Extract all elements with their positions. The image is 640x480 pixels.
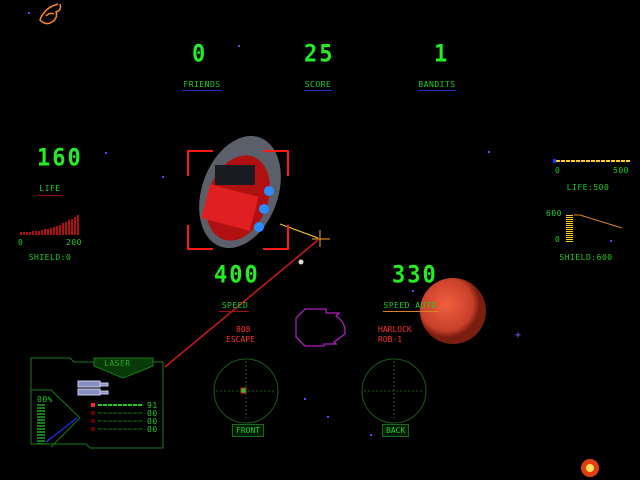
score-label: SCORE [304,80,332,89]
life-bar [59,225,61,235]
life-bar [23,232,25,235]
enemy-ship [199,135,281,249]
target-shield-label: SHIELD:600 [559,253,613,262]
player-life-value: 160 [37,144,83,173]
target-speed-label: SPEED AUTO [383,301,437,310]
bandits-count: 1 [434,40,450,69]
weapon-panel-frame [30,357,164,449]
life-bar [29,232,31,235]
front-radar-graphic [213,358,279,424]
player-shield-label: SHIELD:0 [28,253,72,262]
star [28,12,30,14]
slot-indicator [91,427,95,431]
player-life-label: LIFE [39,184,61,193]
life-bar [44,229,46,235]
energy-ladder [37,404,45,444]
star [304,398,306,400]
life-axis-max: 200 [66,238,82,247]
target-shield-axis-max: 600 [546,209,562,218]
target-name: HARLOCK [378,325,412,334]
slot-bar [98,420,142,422]
life-axis-min: 0 [18,238,24,247]
life-bar [20,232,22,235]
slot-bar [98,412,142,414]
player-speed-label: SPEED [221,301,249,310]
target-brackets [187,150,289,250]
slot-value: 91 [147,401,158,410]
target-shield-graph [574,214,623,229]
star [238,45,240,47]
logo-icon [39,3,62,25]
life-bar [74,217,76,235]
life-history-chart [20,215,79,235]
laser-beam [164,239,319,368]
target-life-axis-max: 500 [613,166,629,175]
life-bar [65,222,67,235]
score-value: 25 [304,40,335,69]
friends-count: 0 [192,40,208,69]
player-mode: ESCAPE [226,335,255,344]
target-life-label: LIFE:500 [566,183,610,192]
crosshair-icon [312,230,330,247]
slot-value: 00 [147,425,158,434]
slot-value: 00 [147,409,158,418]
slot-indicator [91,403,95,407]
player-id: 808 [236,325,251,334]
life-bar [62,223,64,235]
aim-line [279,223,319,239]
life-bar [77,215,79,235]
star [105,152,107,154]
player-speed-value: 400 [214,261,260,290]
life-bar [41,230,43,235]
life-bar [47,229,49,235]
energy-graph [45,417,78,443]
bandits-label: BANDITS [418,80,456,89]
star [412,290,414,292]
debris [298,259,304,265]
life-bar [26,232,28,235]
target-shield-axis-min: 0 [555,235,561,244]
slot-bar [98,404,142,406]
back-radar-graphic [361,358,427,424]
star [370,434,372,436]
life-bar [68,220,70,235]
life-bar [71,219,73,235]
life-bar [35,231,37,235]
target-life-axis-min: 0 [555,166,561,175]
life-bar [32,231,34,235]
star [488,151,490,153]
target-id: ROB-1 [378,335,403,344]
weapon-name[interactable]: LASER [104,359,131,368]
star [162,176,164,178]
slot-bar [98,428,142,430]
friends-label: FRIENDS [183,80,221,89]
weapon-energy: 00% [37,395,53,404]
slot-value: 00 [147,417,158,426]
life-bar [56,226,58,235]
slot-indicator [91,419,95,423]
star [327,416,329,418]
star [610,240,612,242]
ship-outline-icon [295,308,346,347]
target-shield-ladder [566,215,573,242]
back-radar-label: BACK [382,424,410,437]
planet [420,278,486,344]
laser-cannon-icon [77,380,109,396]
life-bar [38,231,40,235]
bright-star: + [515,330,522,341]
target-speed-value: 330 [392,261,438,290]
life-bar [53,227,55,235]
slot-indicator [91,411,95,415]
life-bar [50,228,52,235]
front-radar-label: FRONT [232,424,265,437]
